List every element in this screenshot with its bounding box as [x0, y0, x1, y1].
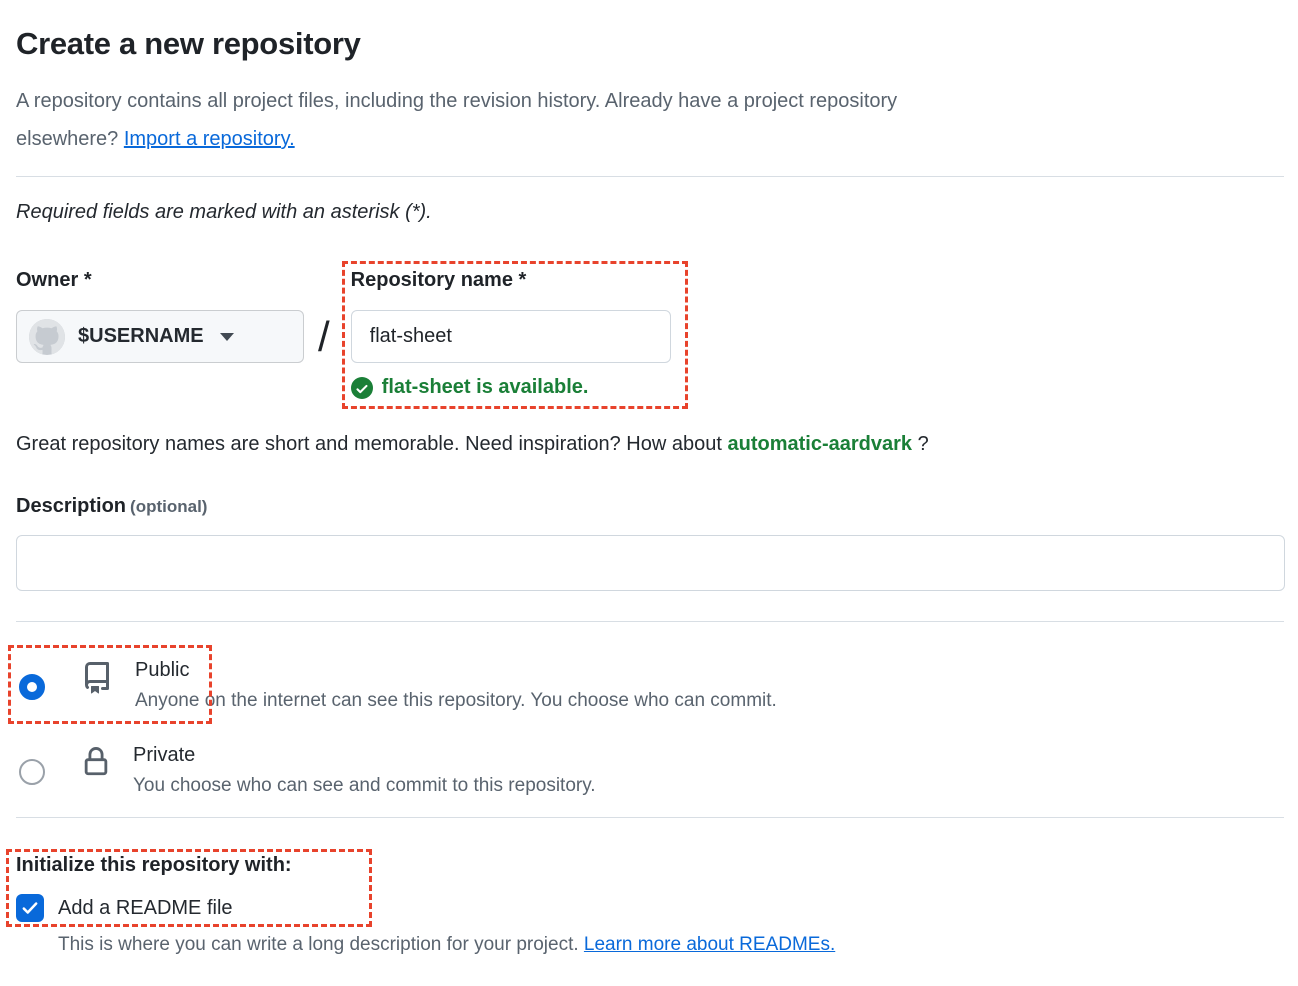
repo-name-label-text: Repository name	[350, 269, 513, 291]
owner-repo-row: Owner * $USERNAME / Repository name * fl…	[16, 261, 1284, 409]
lock-icon	[81, 747, 111, 777]
repo-name-required-asterisk: *	[518, 269, 527, 291]
repo-name-field: Repository name * flat-sheet is availabl…	[341, 261, 688, 409]
owner-required-asterisk: *	[83, 269, 92, 291]
readme-note: This is where you can write a long descr…	[58, 934, 1284, 956]
page-title: Create a new repository	[16, 26, 361, 61]
description-input[interactable]	[16, 535, 1285, 591]
name-suggestion: Great repository names are short and mem…	[16, 433, 1284, 456]
learn-more-readmes-link[interactable]: Learn more about READMEs.	[583, 934, 836, 955]
required-fields-note: Required fields are marked with an aster…	[16, 201, 432, 223]
readme-note-text: This is where you can write a long descr…	[58, 934, 584, 955]
public-description: Anyone on the internet can see this repo…	[135, 690, 777, 711]
octocat-avatar-icon	[29, 318, 65, 355]
section-divider-2	[16, 817, 1284, 818]
owner-username: $USERNAME	[78, 325, 204, 347]
intro-text: A repository contains all project files,…	[16, 82, 1284, 158]
suggested-name[interactable]: automatic-aardvark	[727, 433, 913, 455]
section-divider	[16, 621, 1284, 622]
readme-checkbox-label: Add a README file	[58, 896, 233, 919]
initialize-heading: Initialize this repository with:	[16, 854, 292, 876]
owner-field: Owner * $USERNAME	[16, 268, 304, 363]
initialize-section: Initialize this repository with: Add a R…	[6, 849, 1284, 956]
readme-checkbox-row: Add a README file	[16, 894, 1284, 922]
description-label-text: Description	[16, 495, 127, 517]
public-label: Public	[135, 659, 190, 681]
owner-label: Owner *	[16, 268, 304, 292]
description-field: Description(optional)	[16, 494, 1285, 591]
description-label: Description(optional)	[16, 494, 1284, 519]
suggestion-text-after: ?	[912, 433, 929, 455]
chevron-down-icon	[219, 332, 234, 341]
private-radio[interactable]	[19, 759, 45, 785]
description-optional-text: (optional)	[130, 497, 208, 516]
repo-name-label: Repository name *	[351, 268, 671, 292]
import-repository-link[interactable]: Import a repository.	[123, 128, 295, 150]
readme-checkbox[interactable]	[16, 894, 44, 922]
private-label: Private	[133, 744, 196, 766]
private-option-text: Private You choose who can see and commi…	[133, 743, 596, 800]
owner-label-text: Owner	[16, 269, 79, 291]
visibility-option-private: Private You choose who can see and commi…	[16, 743, 1284, 800]
availability-message: flat-sheet is available.	[350, 376, 671, 399]
header-divider	[16, 176, 1284, 177]
visibility-option-public: Public Anyone on the internet can see th…	[8, 645, 1284, 724]
availability-text: flat-sheet is available.	[381, 376, 589, 398]
intro-line2: elsewhere?	[16, 128, 124, 150]
public-option-text: Public Anyone on the internet can see th…	[135, 658, 777, 715]
check-circle-icon	[350, 376, 373, 399]
public-radio[interactable]	[19, 674, 45, 700]
suggestion-text-before: Great repository names are short and mem…	[16, 433, 728, 455]
intro-line1: A repository contains all project files,…	[16, 90, 898, 112]
private-description: You choose who can see and commit to thi…	[133, 775, 596, 796]
repository-name-input[interactable]	[350, 310, 671, 363]
owner-repo-separator: /	[318, 313, 330, 360]
owner-select-button[interactable]: $USERNAME	[16, 310, 304, 363]
repo-book-icon	[81, 662, 113, 694]
